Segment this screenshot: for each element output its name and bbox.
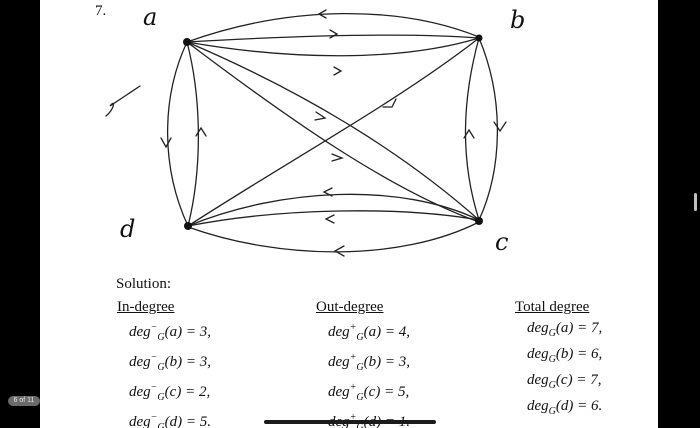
total-degree-header: Total degree — [515, 299, 590, 315]
arrow-d-a — [195, 126, 207, 137]
arrow-a-d — [160, 137, 172, 149]
in-degree-row: deg−G(a) = 3, — [129, 322, 212, 343]
out-degree-row: deg+G(a) = 4, — [328, 322, 411, 343]
arrow-c-d-bottom — [333, 245, 345, 257]
vertex-b-dot — [475, 34, 483, 42]
arrow-c-d-top — [322, 187, 333, 197]
edge-d-a-right — [186, 41, 200, 227]
total-degree-row: degG(c) = 7, — [527, 372, 602, 391]
in-degree-row: deg−G(c) = 2, — [129, 382, 211, 403]
scrollbar-thumb[interactable] — [694, 193, 697, 211]
page-indicator-badge[interactable]: 6 of 11 — [8, 396, 40, 406]
edge-a-c-lower — [186, 41, 480, 223]
edge-a-b-low — [186, 37, 480, 57]
edge-c-b-left — [464, 37, 480, 221]
vertex-b-label: b — [510, 6, 525, 34]
arrow-a-c-lower — [331, 153, 344, 162]
in-degree-header: In-degree — [117, 299, 175, 315]
out-degree-row: deg+G(d) = 1. — [328, 412, 410, 428]
in-degree-row: deg−G(b) = 3, — [129, 352, 212, 373]
arrow-c-d-mid — [324, 214, 335, 224]
edge-c-d-mid — [187, 210, 480, 227]
vertex-c-dot — [475, 217, 483, 225]
problem-number: 7. — [95, 3, 107, 19]
vertex-a-dot — [183, 38, 191, 46]
arrow-d-b — [382, 98, 397, 108]
arrow-b-a — [317, 9, 327, 19]
directed-graph: a b c d — [105, 3, 525, 257]
edge-b-c-right — [478, 37, 499, 221]
edge-a-b-mid — [186, 34, 480, 43]
arrow-a-b-mid — [329, 29, 339, 39]
vertex-c-label: c — [495, 228, 508, 256]
home-indicator[interactable] — [264, 420, 436, 424]
vertex-a-label: a — [143, 3, 157, 31]
right-rail — [658, 0, 700, 428]
arrow-a-c-upper — [314, 111, 327, 121]
arrow-a-b-low — [333, 66, 343, 76]
total-degree-row: degG(d) = 6. — [527, 398, 603, 417]
in-degree-column: In-degree deg−G(a) = 3, deg−G(b) = 3, de… — [117, 299, 211, 428]
edge-a-c-upper — [186, 41, 480, 221]
edge-c-d-bottom — [187, 221, 480, 253]
total-degree-row: degG(b) = 6, — [527, 346, 603, 365]
document-page: 7. — [40, 0, 658, 428]
out-degree-header: Out-degree — [316, 299, 384, 315]
in-degree-row: deg−G(d) = 5. — [129, 412, 212, 428]
vertex-d-label: d — [120, 215, 135, 243]
edge-c-d-top — [187, 193, 480, 227]
tick-mark — [105, 85, 141, 117]
arrow-b-c — [493, 121, 507, 133]
total-degree-row: degG(a) = 7, — [527, 320, 603, 339]
total-degree-column: Total degree degG(a) = 7, degG(b) = 6, d… — [515, 299, 602, 422]
solution-title: Solution: — [116, 276, 172, 292]
out-degree-row: deg+G(b) = 3, — [328, 352, 411, 373]
arrow-c-b — [463, 128, 475, 139]
edge-b-a-top — [186, 12, 480, 43]
left-rail — [0, 0, 40, 428]
edge-a-d-left — [166, 41, 189, 227]
edge-d-b — [187, 37, 480, 227]
out-degree-row: deg+G(c) = 5, — [328, 382, 410, 403]
out-degree-column: Out-degree deg+G(a) = 4, deg+G(b) = 3, d… — [316, 299, 410, 428]
vertex-d-dot — [184, 222, 192, 230]
